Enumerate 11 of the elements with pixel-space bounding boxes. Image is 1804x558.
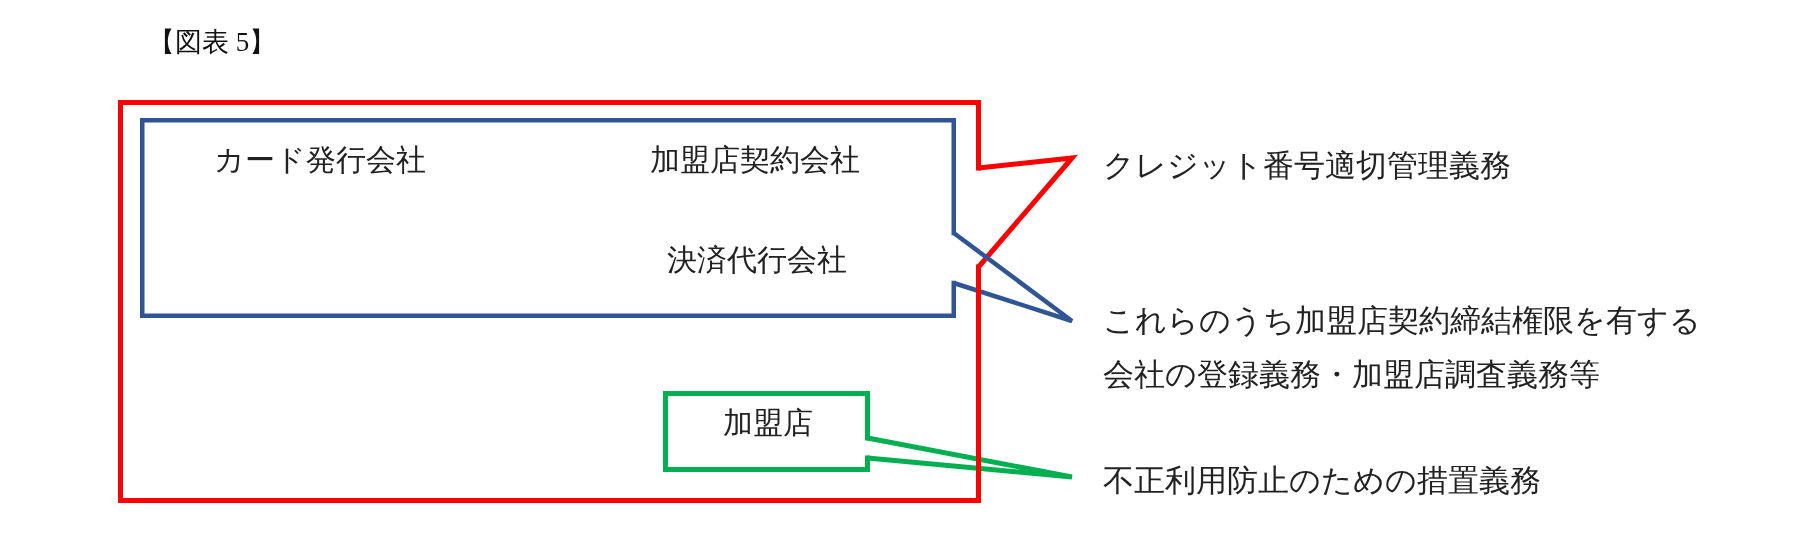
callout-box: [140, 118, 956, 318]
diagram-title: 【図表 5】: [147, 25, 277, 59]
box-label: カード発行会社: [214, 142, 426, 178]
box-label: 決済代行会社: [667, 242, 847, 278]
callout-text: クレジット番号適切管理義務: [1103, 146, 1511, 185]
callout-box: [663, 391, 870, 472]
box-label: 加盟店契約会社: [650, 142, 860, 178]
box-label: 加盟店: [723, 405, 813, 441]
callout-text: これらのうち加盟店契約締結権限を有する会社の登録義務・加盟店調査義務等: [1103, 301, 1702, 394]
callout-box: [118, 100, 981, 503]
callout-text: 不正利用防止のための措置義務: [1103, 461, 1541, 500]
